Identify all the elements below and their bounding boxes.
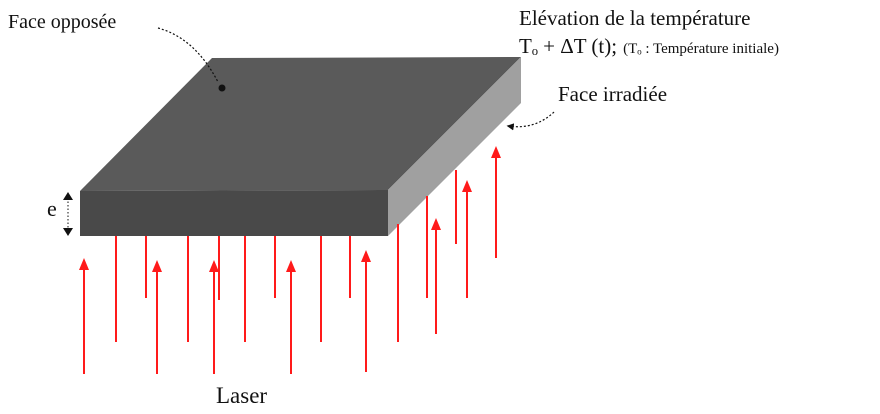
- laser-arrowhead: [431, 218, 441, 230]
- elevation-formula: Tₒ + ΔT (t);: [519, 34, 618, 58]
- elevation-title: Elévation de la température: [519, 6, 751, 30]
- laser-arrowhead: [209, 260, 219, 272]
- sample-plate: [80, 57, 521, 236]
- thickness-label: e: [47, 196, 57, 221]
- laser-arrowhead: [79, 258, 89, 270]
- laser-arrowhead: [361, 250, 371, 262]
- laser-label: Laser: [216, 383, 268, 408]
- laser-arrowhead: [152, 260, 162, 272]
- laser-arrowhead: [286, 260, 296, 272]
- measurement-point: [218, 84, 226, 92]
- sample-front-face: [80, 190, 388, 236]
- laser-arrowhead: [491, 146, 501, 158]
- face-irradiee-leader: [506, 111, 555, 131]
- laser-arrowhead: [462, 180, 472, 192]
- face-irradiee-label: Face irradiée: [558, 82, 668, 106]
- sample-top-face: [80, 57, 521, 191]
- sample-side-face: [388, 57, 521, 236]
- initial-temperature-note: (Tₒ : Température initiale): [623, 41, 779, 57]
- face-opposee-leader: [157, 27, 219, 83]
- elevation-formula-row: Tₒ + ΔT (t); (Tₒ : Température initiale): [519, 36, 779, 57]
- laser-beams: [79, 146, 501, 374]
- face-opposee-label: Face opposée: [8, 11, 117, 33]
- thickness-indicator: [63, 192, 73, 236]
